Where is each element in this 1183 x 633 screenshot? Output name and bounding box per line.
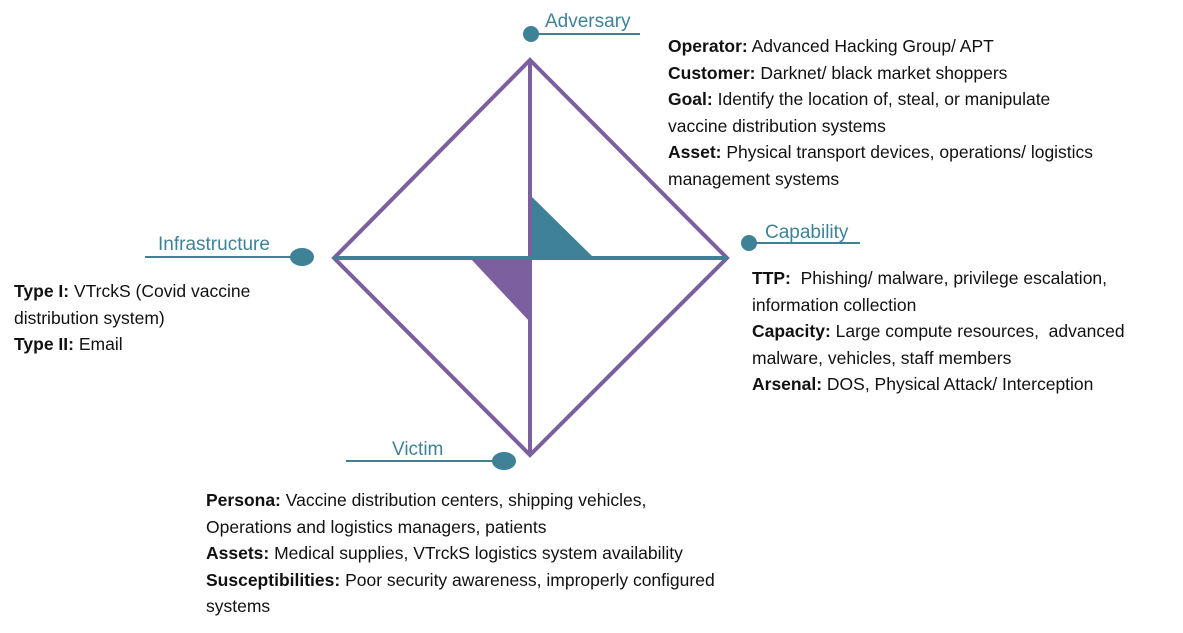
adversary-operator: Operator: Advanced Hacking Group/ APT [668,36,994,56]
capability-details: TTP: Phishing/ malware, privilege escala… [752,265,1177,398]
infrastructure-victim-triangle [470,258,530,322]
victim-susceptibilities: Susceptibilities: Poor security awarenes… [206,569,715,590]
capability-capacity: Capacity: Large compute resources, advan… [752,321,1125,341]
infrastructure-label: Infrastructure [158,234,270,255]
infrastructure-type-1: Type I: VTrckS (Covid vaccine [14,281,251,301]
adversary-goal-cont: vaccine distribution systems [668,115,886,136]
adversary-label: Adversary [545,11,631,32]
adversary-details: Operator: Advanced Hacking Group/ APT Cu… [668,33,1168,192]
adversary-customer: Customer: Darknet/ black market shoppers [668,62,1008,83]
capability-arsenal: Arsenal: DOS, Physical Attack/ Intercept… [752,374,1094,394]
capability-capacity-cont: malware, vehicles, staff members [752,347,1012,368]
capability-ttp-cont: information collection [752,294,917,315]
victim-assets: Assets: Medical supplies, VTrckS logisti… [206,543,683,563]
capability-ttp: TTP: Phishing/ malware, privilege escala… [752,268,1108,288]
victim-details: Persona: Vaccine distribution centers, s… [206,487,826,620]
victim-persona-cont: Operations and logistics managers, patie… [206,516,547,537]
infrastructure-details: Type I: VTrckS (Covid vaccine distributi… [14,278,314,358]
adversary-capability-triangle [530,195,594,258]
victim-label: Victim [392,439,443,460]
infrastructure-type-1-cont: distribution system) [14,307,165,328]
adversary-asset-cont: management systems [668,168,840,189]
adversary-asset: Asset: Physical transport devices, opera… [668,142,1094,162]
victim-persona: Persona: Vaccine distribution centers, s… [206,490,647,510]
victim-susceptibilities-cont: systems [206,596,271,616]
adversary-goal: Goal: Identify the location of, steal, o… [668,89,1051,109]
capability-label: Capability [765,222,849,243]
infrastructure-type-2: Type II: Email [14,334,123,354]
